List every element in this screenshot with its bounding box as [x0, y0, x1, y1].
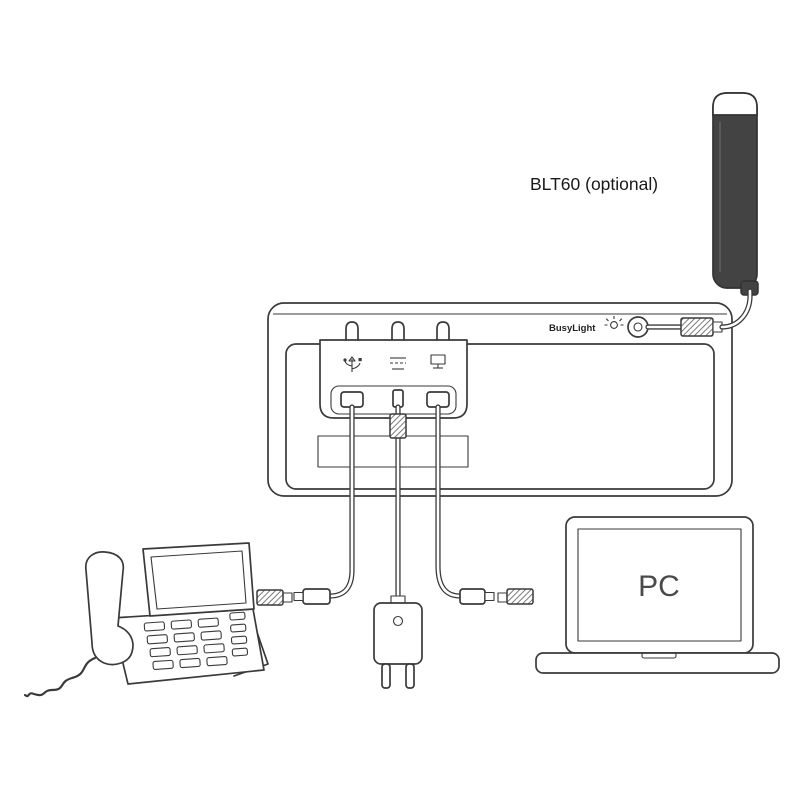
usb-plug-tip — [282, 592, 293, 603]
ferrite-bead — [389, 413, 407, 439]
adapter-prong-left — [381, 663, 391, 689]
cable-hook-2 — [391, 321, 405, 341]
cable-connector — [459, 588, 486, 605]
usb-cable-to-phone — [256, 404, 355, 606]
busylight-port-label: BusyLight — [549, 323, 596, 334]
cable-connector-tip — [484, 591, 495, 602]
busylight-jack — [627, 316, 649, 338]
pc-port-icon — [430, 354, 446, 369]
phone-cord — [23, 656, 97, 698]
busylight-cap — [712, 92, 758, 116]
adapter-body — [373, 602, 423, 665]
busylight-icon — [604, 316, 624, 329]
phone-keypad — [143, 611, 249, 671]
cable-hook-3 — [436, 321, 450, 341]
power-cable — [389, 404, 407, 603]
busylight-jack-pin — [633, 322, 643, 332]
busylight-plug — [680, 317, 714, 337]
laptop-screen — [577, 528, 742, 642]
phone-screen — [150, 550, 247, 610]
blt60-busylight — [712, 92, 759, 296]
adapter-hole — [392, 615, 404, 627]
desk-phone — [23, 542, 269, 698]
phone-handset — [85, 551, 134, 666]
blt60-label: BLT60 (optional) — [530, 174, 658, 194]
laptop-pc: PC — [535, 516, 780, 674]
usb-cable-to-pc — [435, 404, 534, 605]
adapter-prong-right — [405, 663, 415, 689]
busylight-cable — [645, 288, 753, 337]
cable-hook-1 — [345, 321, 359, 341]
laptop-latch — [641, 652, 677, 659]
cable-connector-tip — [293, 591, 304, 602]
usb-plug-tip — [497, 592, 508, 603]
usb-icon — [343, 356, 362, 372]
dc-power-icon — [390, 357, 406, 370]
usb-plug — [506, 588, 534, 605]
laptop-base — [535, 652, 780, 674]
power-adapter — [373, 595, 423, 689]
cable-connector — [302, 588, 331, 605]
pc-label: PC — [638, 570, 680, 603]
usb-plug — [256, 589, 284, 606]
speakerphone-device: BusyLight — [267, 302, 733, 497]
